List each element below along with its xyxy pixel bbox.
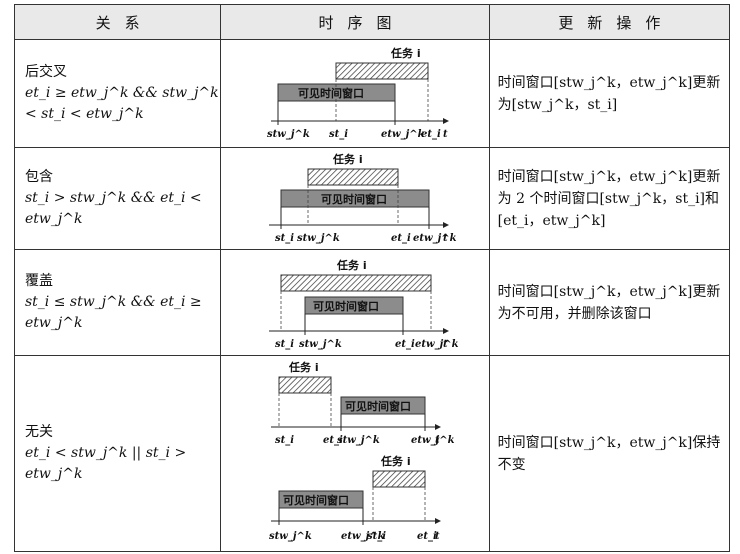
relation-condition: et_i ≥ etw_j^k && stw_j^k < st_i < etw_j… <box>25 85 219 122</box>
tick-label: etw_j^k <box>415 339 459 350</box>
table-row: 覆盖 st_i ≤ stw_j^k && et_i ≥ etw_j^k 任务 i… <box>13 249 731 356</box>
task-bar <box>278 376 332 393</box>
tick-label: et_i <box>417 531 437 542</box>
relation-table: 关系 时序图 更新操作 后交叉 et_i ≥ etw_j^k && stw_j^… <box>13 4 731 552</box>
visible-window-label: 可见时间窗口 <box>298 86 364 100</box>
tick-label: stw_j^k <box>269 531 312 542</box>
sequence-diagram-cell: 任务 i 可见时间窗口 st_i et_i stw_j^k etw_j^k t <box>220 355 490 552</box>
relation-name: 无关 <box>25 424 53 440</box>
tick-label: t <box>443 233 448 244</box>
tick-label: et_i <box>323 435 343 446</box>
header-relation: 关系 <box>13 4 222 40</box>
relation-name: 覆盖 <box>25 273 53 289</box>
tick-label: st_i <box>329 129 348 140</box>
visible-window-bar <box>340 396 426 414</box>
relation-cell: 无关 et_i < stw_j^k || st_i > etw_j^k <box>13 355 222 552</box>
tick-label: et_i <box>395 339 415 350</box>
task-bar <box>280 274 432 291</box>
relation-name: 后交叉 <box>25 64 67 80</box>
sequence-diagram-cell: 任务 i 可见时间窗口 st_i stw_j^k et_i etw_j^k t <box>220 147 490 250</box>
update-cell: 时间窗口[stw_j^k，etw_j^k]保持不变 <box>488 355 731 552</box>
task-bar <box>335 62 429 79</box>
tick-label: etw_j^k <box>381 129 425 140</box>
tick-label: et_i <box>421 129 441 140</box>
tick-label: stw_j^k <box>267 129 310 140</box>
task-label: 任务 i <box>288 360 319 374</box>
visible-window-bar <box>278 490 364 508</box>
relation-cell: 包含 st_i > stw_j^k && et_i < etw_j^k <box>13 147 222 250</box>
tick-label: st_i <box>275 339 294 350</box>
task-bar <box>372 470 426 487</box>
relation-condition: st_i ≤ stw_j^k && et_i ≥ etw_j^k <box>25 294 202 331</box>
visible-window-label: 可见时间窗口 <box>321 192 387 206</box>
tick-label: st_i <box>275 435 294 446</box>
tick-label: etw_j^k <box>413 233 457 244</box>
tick-label: stw_j^k <box>299 339 342 350</box>
timing-diagram: 任务 i 可见时间窗口 stw_j^k st_i etw_j^k et_i t <box>267 46 450 140</box>
timing-diagram: 任务 i 可见时间窗口 st_i et_i stw_j^k etw_j^k t <box>269 360 455 542</box>
sequence-diagram-cell: 任务 i 可见时间窗口 st_i stw_j^k et_i etw_j^k t <box>220 249 490 356</box>
tick-label: t <box>443 339 448 350</box>
update-cell: 时间窗口[stw_j^k，etw_j^k]更新为 2 个时间窗口[stw_j^k… <box>488 147 731 250</box>
tick-label: st_i <box>275 233 294 244</box>
tick-label: etw_j^k <box>341 531 385 542</box>
task-bar <box>307 168 399 185</box>
timing-diagram: 任务 i 可见时间窗口 st_i stw_j^k et_i etw_j^k t <box>269 258 459 350</box>
relation-name: 包含 <box>25 169 53 185</box>
visible-window-label: 可见时间窗口 <box>313 299 379 313</box>
header-row: 关系 时序图 更新操作 <box>13 4 731 40</box>
tick-label: st_i <box>367 531 386 542</box>
table-row: 后交叉 et_i ≥ etw_j^k && stw_j^k < st_i < e… <box>13 39 731 148</box>
task-label: 任务 i <box>336 258 367 272</box>
tick-label: stw_j^k <box>297 233 340 244</box>
header-update-operation: 更新操作 <box>488 4 731 40</box>
task-label: 任务 i <box>390 46 421 60</box>
tick-label: et_i <box>391 233 411 244</box>
relation-cell: 后交叉 et_i ≥ etw_j^k && stw_j^k < st_i < e… <box>13 39 222 148</box>
relation-cell: 覆盖 st_i ≤ stw_j^k && et_i ≥ etw_j^k <box>13 249 222 356</box>
task-label: 任务 i <box>380 454 411 468</box>
visible-window-bar <box>304 296 404 314</box>
update-cell: 时间窗口[stw_j^k，etw_j^k]更新为不可用，并删除该窗口 <box>488 249 731 356</box>
sequence-diagram-cell: 任务 i 可见时间窗口 stw_j^k st_i etw_j^k et_i t <box>220 39 490 148</box>
tick-label: stw_j^k <box>337 435 380 446</box>
table-row: 无关 et_i < stw_j^k || st_i > etw_j^k 任务 i… <box>13 355 731 552</box>
header-sequence-diagram: 时序图 <box>220 4 490 40</box>
table-row: 包含 st_i > stw_j^k && et_i < etw_j^k 任务 i… <box>13 147 731 250</box>
task-label: 任务 i <box>332 152 363 166</box>
tick-label: t <box>435 435 440 446</box>
visible-window-label: 可见时间窗口 <box>345 399 411 413</box>
timing-diagram: 任务 i 可见时间窗口 st_i stw_j^k et_i etw_j^k t <box>269 152 457 244</box>
tick-label: t <box>435 531 440 542</box>
tick-label: t <box>443 129 448 140</box>
visible-window-bar <box>277 83 396 101</box>
relation-condition: st_i > stw_j^k && et_i < etw_j^k <box>25 190 202 227</box>
visible-window-label: 可见时间窗口 <box>283 493 349 507</box>
tick-label: etw_j^k <box>411 435 455 446</box>
visible-window-bar <box>280 189 430 207</box>
relation-condition: et_i < stw_j^k || st_i > etw_j^k <box>25 445 187 482</box>
update-cell: 时间窗口[stw_j^k，etw_j^k]更新为[stw_j^k，st_i] <box>488 39 731 148</box>
